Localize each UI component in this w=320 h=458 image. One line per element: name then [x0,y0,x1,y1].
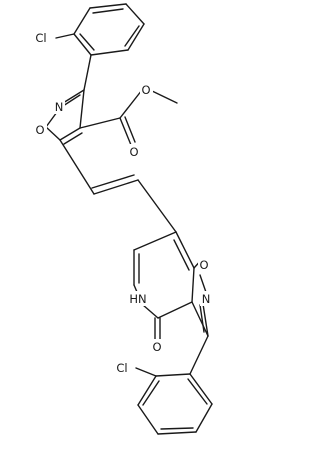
svg-text:O: O [129,145,138,159]
atom-label-o-ester-double: O [128,144,141,159]
bond-c-cl-bottom [135,367,157,377]
atom-label-n-bottom: N [200,291,213,306]
fused-isoxazolopyridinone-core [133,231,209,342]
chemical-structure-diagram: Cl N O O O O N HN O Cl [28,3,213,435]
bond-isoxazole-phenyl-bottom [189,335,209,375]
svg-text:Cl: Cl [35,31,46,45]
atom-label-cl-bottom: Cl [109,360,135,376]
upper-isoxazole-ring [45,89,85,145]
svg-text:N: N [55,100,64,114]
svg-text:O: O [199,258,208,272]
atom-label-o-ester-single: O [140,82,153,97]
methyl-ester-group [79,89,178,146]
atom-label-o-carbonyl: O [151,339,164,354]
atom-label-o-isoxazole-bottom: O [198,257,211,272]
svg-text:HN: HN [129,292,146,306]
bond-c-cl-top [55,33,75,39]
svg-text:O: O [35,123,44,137]
svg-text:N: N [202,292,211,306]
svg-text:O: O [152,340,161,354]
bond-phenyl-isoxazole-top [83,54,92,91]
svg-text:Cl: Cl [116,361,127,375]
upper-chlorophenyl-ring [73,3,145,56]
lower-chlorophenyl-ring [137,373,213,435]
atom-label-nh: HN [126,291,151,306]
atom-label-cl-top: Cl [28,30,54,46]
atom-label-n-top: N [53,99,65,114]
vinyl-linker [59,139,177,233]
atom-label-o-isoxazole-top: O [34,122,47,137]
svg-text:O: O [141,83,150,97]
